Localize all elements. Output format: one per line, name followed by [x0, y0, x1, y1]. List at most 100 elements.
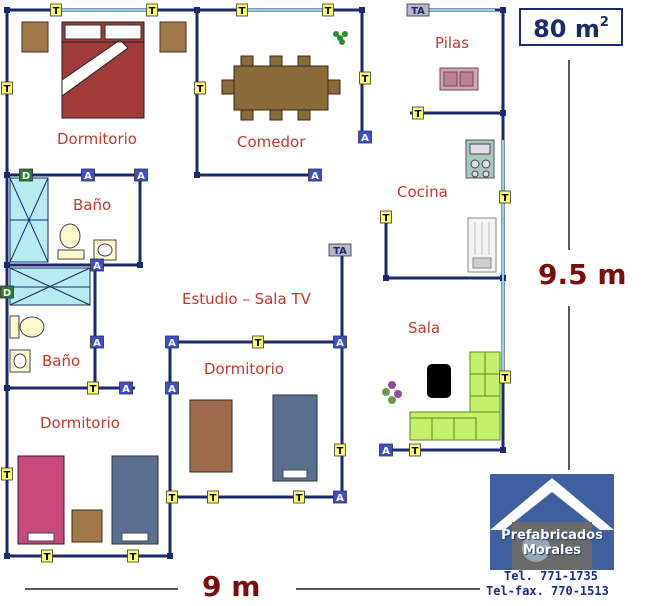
window-marker: T — [322, 3, 334, 17]
dimension-lines — [25, 60, 570, 590]
door-marker-label: A — [168, 338, 176, 349]
flower-plant-icon — [382, 381, 402, 404]
window-marker: T — [50, 3, 62, 17]
shower-door-marker: D — [19, 168, 33, 182]
window-marker: T — [127, 549, 139, 563]
window-marker-label: T — [4, 470, 11, 481]
window-marker: T — [236, 3, 248, 17]
door-marker: A — [358, 130, 372, 144]
window-marker: T — [409, 443, 421, 457]
door-marker: A — [134, 168, 148, 182]
double-window-marker: TA — [328, 243, 352, 257]
label-dormitorio-bottom: Dormitorio — [40, 414, 120, 432]
window-marker: T — [293, 490, 305, 504]
window-marker-label: T — [502, 373, 509, 384]
window-marker: T — [252, 335, 264, 349]
window-marker-label: T — [255, 338, 262, 349]
window-marker: T — [1, 81, 13, 95]
window-marker-label: T — [502, 193, 509, 204]
door-marker: A — [81, 168, 95, 182]
window-marker-label: T — [44, 552, 51, 563]
shower-door-marker: D — [0, 285, 14, 299]
label-sala: Sala — [408, 319, 441, 337]
window-marker: T — [207, 490, 219, 504]
window-marker-label: T — [239, 6, 246, 17]
label-dormitorio-main: Dormitorio — [57, 130, 137, 148]
door-marker-label: A — [137, 171, 145, 182]
contact-tel: Tel. 771-1735 — [504, 569, 598, 583]
bottom-bedroom-furniture — [17, 455, 159, 545]
area-value: 80 m — [533, 15, 600, 43]
shower-door-marker-label: D — [3, 288, 11, 299]
window-marker-label: T — [53, 6, 60, 17]
door-marker: A — [308, 168, 322, 182]
door-marker-label: A — [361, 133, 369, 144]
dining-table — [221, 55, 341, 121]
window-marker-label: T — [415, 109, 422, 120]
door-marker: A — [333, 335, 347, 349]
toilet-bottom — [9, 315, 45, 339]
door-marker: A — [165, 335, 179, 349]
door-marker-label: A — [382, 446, 390, 457]
window-marker: T — [334, 443, 346, 457]
label-estudio: Estudio – Sala TV — [182, 290, 311, 308]
shower-door-marker-label: D — [22, 171, 30, 182]
height-dimension: 9.5 m — [534, 258, 631, 291]
window-marker: T — [87, 381, 99, 395]
refrigerator — [467, 217, 497, 273]
plant-icon — [333, 31, 348, 45]
window-marker: T — [1, 467, 13, 481]
window-marker: T — [412, 106, 424, 120]
contact-telfax: Tel-fax. 770-1513 — [486, 584, 609, 598]
door-marker-label: A — [168, 384, 176, 395]
double-window-marker: TA — [406, 3, 430, 17]
toilet-top — [57, 223, 85, 260]
window-marker: T — [146, 3, 158, 17]
window-marker-label: T — [4, 84, 11, 95]
door-marker: A — [333, 490, 347, 504]
door-marker-label: A — [122, 384, 130, 395]
company-logo — [490, 474, 614, 570]
window-marker-label: T — [383, 213, 390, 224]
window-marker: T — [166, 490, 178, 504]
window-marker: T — [359, 71, 371, 85]
door-marker-label: A — [93, 261, 101, 272]
door-marker: A — [90, 258, 104, 272]
stove — [465, 139, 495, 179]
window-marker: T — [194, 81, 206, 95]
sink-top — [93, 239, 117, 261]
window-marker-label: T — [337, 446, 344, 457]
window-marker-label: T — [412, 446, 419, 457]
window-marker: T — [499, 370, 511, 384]
window-marker-label: T — [149, 6, 156, 17]
door-marker-label: A — [336, 338, 344, 349]
label-bano-top: Baño — [73, 196, 112, 214]
shower-bottom — [9, 267, 91, 306]
label-pilas: Pilas — [435, 34, 470, 52]
logo-name: Prefabricados Morales — [490, 528, 614, 558]
label-dormitorio-center: Dormitorio — [204, 360, 284, 378]
door-marker: A — [90, 335, 104, 349]
laundry-sink — [439, 67, 479, 91]
door-marker: A — [165, 381, 179, 395]
window-marker-label: T — [325, 6, 332, 17]
logo-name-line2: Morales — [522, 543, 582, 558]
label-comedor: Comedor — [237, 133, 306, 151]
door-marker-label: A — [93, 338, 101, 349]
window-marker: T — [380, 210, 392, 224]
main-bedroom-furniture — [21, 21, 187, 119]
window-marker-label: T — [362, 74, 369, 85]
window-marker: T — [499, 190, 511, 204]
shower-top — [9, 177, 49, 263]
window-marker-label: T — [197, 84, 204, 95]
door-marker-label: A — [311, 171, 319, 182]
sala-sofa — [409, 351, 501, 441]
logo-name-line1: Prefabricados — [501, 528, 603, 543]
window-marker-label: T — [130, 552, 137, 563]
window-marker-label: T — [169, 493, 176, 504]
area-exponent: 2 — [599, 15, 609, 30]
width-dimension: 9 m — [198, 570, 265, 603]
double-window-marker-label: TA — [333, 246, 347, 257]
window-marker: T — [41, 549, 53, 563]
